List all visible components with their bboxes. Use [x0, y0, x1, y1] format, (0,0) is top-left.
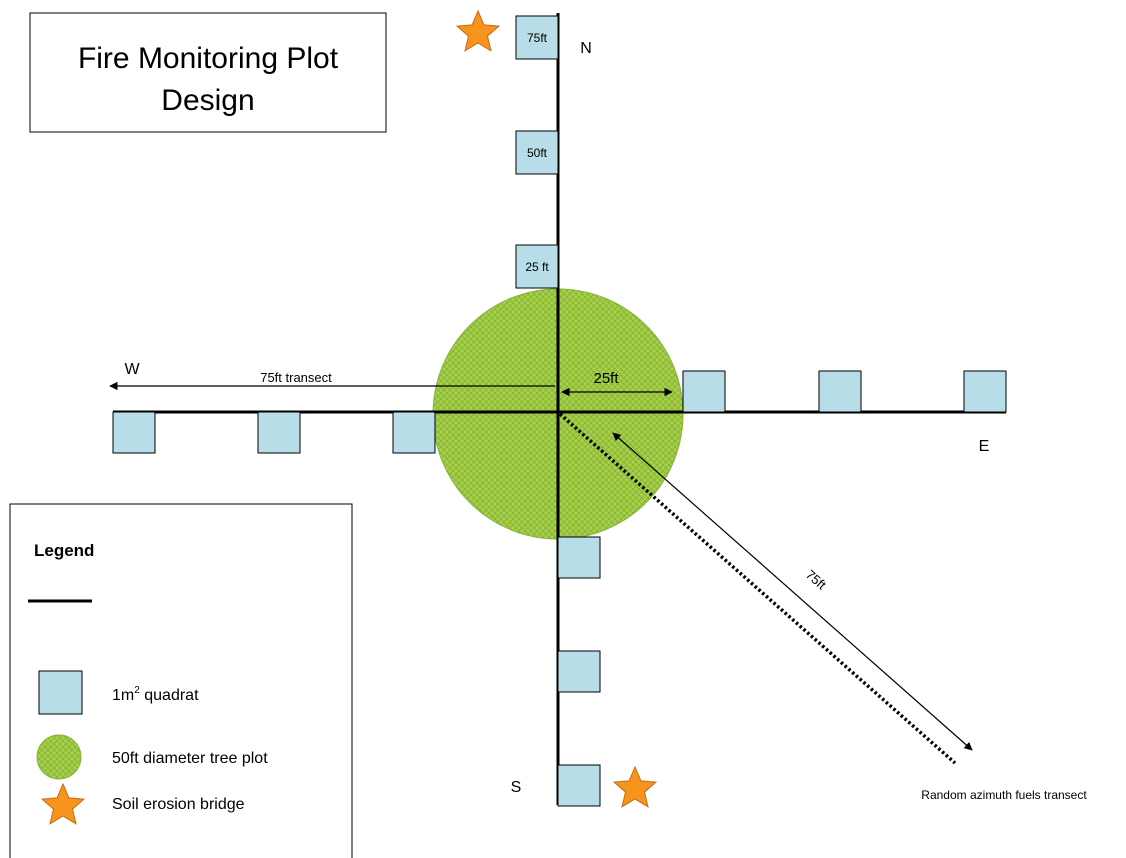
quadrat [515, 244, 559, 289]
quadrat-label-50: 50ft [527, 146, 548, 160]
star-icon [612, 765, 658, 808]
quadrat [515, 15, 559, 60]
fuels-transect-label: Random azimuth fuels transect [921, 788, 1087, 802]
quadrat [515, 130, 559, 175]
east-quadrats [682, 370, 1007, 413]
direction-north: N [580, 40, 592, 57]
legend: Legend 1m2 quadrat 50ft diameter tree pl… [9, 503, 353, 858]
quadrat [112, 411, 156, 454]
fuels-length-arrow [612, 432, 973, 751]
legend-title: Legend [34, 541, 94, 560]
south-quadrats [557, 536, 601, 807]
legend-star-icon [40, 782, 86, 825]
legend-soil-bridge-label: Soil erosion bridge [112, 796, 245, 813]
quadrat [682, 370, 726, 413]
west-transect-label: 75ft transect [260, 370, 332, 385]
legend-quadrat-label: 1m2 quadrat [112, 685, 199, 704]
legend-tree-plot-swatch [36, 734, 82, 780]
direction-south: S [511, 779, 522, 796]
direction-east: E [979, 438, 990, 455]
star-icon [455, 9, 501, 52]
fuels-transect-line [558, 412, 957, 765]
quadrat [963, 370, 1007, 413]
quadrat-label-25: 25 ft [525, 260, 549, 274]
legend-tree-plot-label: 50ft diameter tree plot [112, 750, 268, 767]
legend-quadrat-swatch [38, 670, 83, 715]
quadrat [818, 370, 862, 413]
direction-west: W [124, 361, 140, 378]
fuels-length-label: 75ft [803, 567, 829, 593]
radius-label: 25ft [593, 370, 619, 387]
quadrat-label-75: 75ft [527, 31, 548, 45]
title-box: Fire Monitoring Plot Design [29, 12, 387, 133]
quadrat [557, 650, 601, 693]
north-quadrats: 75ft 50ft 25 ft [515, 15, 559, 289]
quadrat [392, 411, 436, 454]
title-line-1: Fire Monitoring Plot [78, 42, 339, 75]
quadrat [257, 411, 301, 454]
west-quadrats [112, 411, 436, 454]
quadrat [557, 536, 601, 579]
title-line-2: Design [161, 84, 254, 117]
quadrat [557, 764, 601, 807]
